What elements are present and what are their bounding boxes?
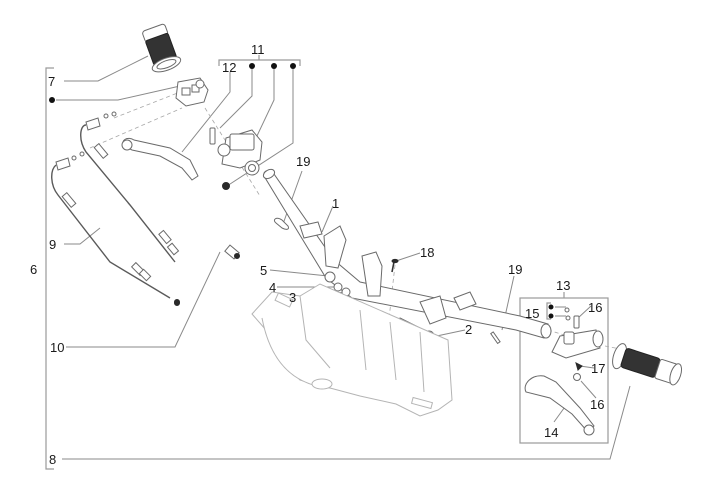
kit-dot-11-c xyxy=(290,63,296,69)
leg-shield-part xyxy=(251,283,453,417)
callout-7: 7 xyxy=(48,74,55,89)
right-grip-part xyxy=(612,343,683,386)
callout-18: 18 xyxy=(420,245,434,260)
switch-block-part xyxy=(175,77,209,107)
brake-pump-part xyxy=(209,127,263,190)
left-brake-lever-part xyxy=(121,137,199,181)
callout-10: 10 xyxy=(50,340,64,355)
handlebar-part xyxy=(262,168,552,339)
right-brake-lever-part xyxy=(524,375,595,436)
throttle-cable-upper xyxy=(80,111,180,305)
callout-14: 14 xyxy=(544,425,558,440)
assembly-line xyxy=(113,91,181,119)
callout-5: 5 xyxy=(260,263,267,278)
leader-11-a xyxy=(219,67,253,129)
callout-19-right: 19 xyxy=(508,262,522,277)
callout-16-bottom: 16 xyxy=(590,397,604,412)
right-brake-pump-part xyxy=(551,307,604,381)
kit-dot-11-a xyxy=(249,63,255,69)
leader-19-left xyxy=(282,170,303,225)
screw-18-part xyxy=(391,258,399,273)
cable-end-upper xyxy=(224,244,240,260)
leader-7 xyxy=(64,55,149,82)
leader-8 xyxy=(62,385,631,460)
callout-3: 3 xyxy=(289,290,296,305)
callout-12: 12 xyxy=(222,60,236,75)
callout-19-left: 19 xyxy=(296,154,310,169)
callout-2: 2 xyxy=(465,322,472,337)
callout-8: 8 xyxy=(49,452,56,467)
left-grip-part xyxy=(142,23,182,73)
nut-5-part xyxy=(324,271,336,283)
bracket-15-frame xyxy=(546,302,551,320)
spring-pin-right-part xyxy=(490,331,501,345)
kit-dot-11-b xyxy=(271,63,277,69)
bracket-6-frame xyxy=(45,67,54,470)
leader-16-top xyxy=(577,305,592,319)
leader-1 xyxy=(321,205,334,233)
leader-18 xyxy=(395,252,421,262)
callout-16-top: 16 xyxy=(588,300,602,315)
leader-10 xyxy=(66,251,221,348)
leader-11-c xyxy=(226,67,294,187)
leader-12 xyxy=(181,72,231,153)
leader-dot-left xyxy=(56,85,181,101)
assembly-line xyxy=(89,107,183,149)
callout-9: 9 xyxy=(49,237,56,252)
callout-15: 15 xyxy=(525,306,539,321)
callout-1: 1 xyxy=(332,196,339,211)
spring-pin-left-part xyxy=(273,217,289,230)
washer-4-part xyxy=(333,282,343,292)
kit-dot-left xyxy=(49,97,55,103)
leader-16-bottom xyxy=(580,380,597,399)
callout-17: 17 xyxy=(591,361,605,376)
kit-dot-15-b xyxy=(548,313,554,319)
callout-6: 6 xyxy=(30,262,37,277)
leader-9 xyxy=(64,227,101,245)
callout-13: 13 xyxy=(556,278,570,293)
callout-4: 4 xyxy=(269,280,276,295)
kit-dot-15-a xyxy=(548,304,554,310)
leader-5 xyxy=(269,269,329,277)
leader-11-b xyxy=(255,67,275,139)
callout-11: 11 xyxy=(251,42,265,57)
throttle-cable-lower xyxy=(51,151,180,306)
